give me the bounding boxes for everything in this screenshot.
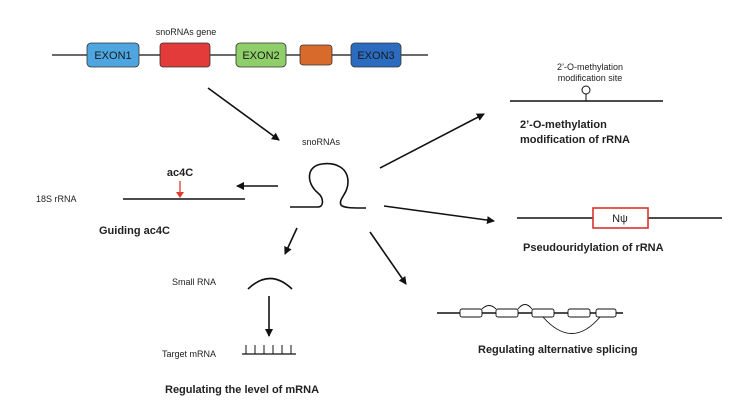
splicing-caption: Regulating alternative splicing — [478, 344, 638, 356]
ac4c-caption: Guiding ac4C — [99, 225, 170, 237]
arrow-gene-to-snorna — [207, 87, 280, 141]
arrow-to-methylation — [379, 113, 485, 169]
arrow-to-splicing — [369, 231, 407, 285]
pseudouridylation-caption: Pseudouridylation of rRNA — [523, 242, 664, 254]
ac4c-marker-arrowhead — [176, 192, 184, 198]
pseudouridylation-site-label: Nψ — [612, 213, 628, 225]
ac4c-rrna-label: 18S rRNA — [36, 194, 77, 204]
methylation-panel: 2’-O-methylation modification site 2’-O-… — [510, 62, 663, 146]
methylation-site-label-line2: modification site — [558, 73, 623, 83]
splicing-junction-arc-1 — [481, 305, 497, 310]
pseudouridylation-site-box — [592, 207, 649, 229]
exon2-label: EXON2 — [242, 50, 279, 62]
splicing-exon-4 — [567, 308, 591, 318]
pseudouridylation-panel: Nψ Pseudouridylation of rRNA — [517, 207, 722, 254]
exon3-box — [350, 42, 402, 68]
splicing-skip-arc — [542, 316, 601, 334]
splicing-exon-2 — [495, 308, 519, 318]
snorna-center-label: snoRNAs — [302, 137, 341, 147]
snorna-center: snoRNAs — [290, 137, 367, 209]
splicing-panel: Regulating alternative splicing — [437, 304, 638, 356]
arrow-to-small-rna — [284, 227, 298, 255]
exon1-label: EXON1 — [94, 50, 131, 62]
splicing-exon-1 — [459, 308, 483, 318]
ac4c-panel: ac4C 18S rRNA Guiding ac4C — [36, 167, 245, 237]
methylation-caption-line1: 2’-O-methylation — [520, 119, 607, 131]
exon3-label: EXON3 — [357, 50, 394, 62]
ac4c-marker-label: ac4C — [167, 167, 193, 179]
splicing-exon-5 — [595, 308, 617, 318]
methylation-site-marker — [581, 85, 591, 95]
intron-block — [299, 44, 333, 66]
mrna-caption: Regulating the level of mRNA — [165, 384, 319, 396]
target-mrna-label: Target mRNA — [162, 349, 216, 359]
small-rna-label: Small RNA — [172, 277, 216, 287]
exon2-box — [235, 42, 287, 68]
methylation-site-label-line1: 2’-O-methylation — [557, 62, 623, 72]
small-rna-arc — [247, 277, 293, 290]
splicing-exon-3 — [531, 308, 555, 318]
target-mrna-comb — [242, 345, 296, 355]
gene-structure: EXON1 snoRNAs gene EXON2 EXON3 — [52, 27, 428, 68]
methylation-caption-line2: modification of rRNA — [520, 134, 630, 146]
snorna-structure-icon — [290, 162, 367, 209]
splicing-junction-arc-2 — [517, 304, 533, 310]
mrna-panel: Small RNA Target mRNA Regulating the lev… — [162, 277, 319, 396]
arrow-to-pseudouridylation — [383, 205, 495, 225]
exon1-box — [86, 42, 140, 68]
snorna-gene-box — [159, 42, 211, 68]
snorna-gene-label: snoRNAs gene — [156, 27, 217, 37]
